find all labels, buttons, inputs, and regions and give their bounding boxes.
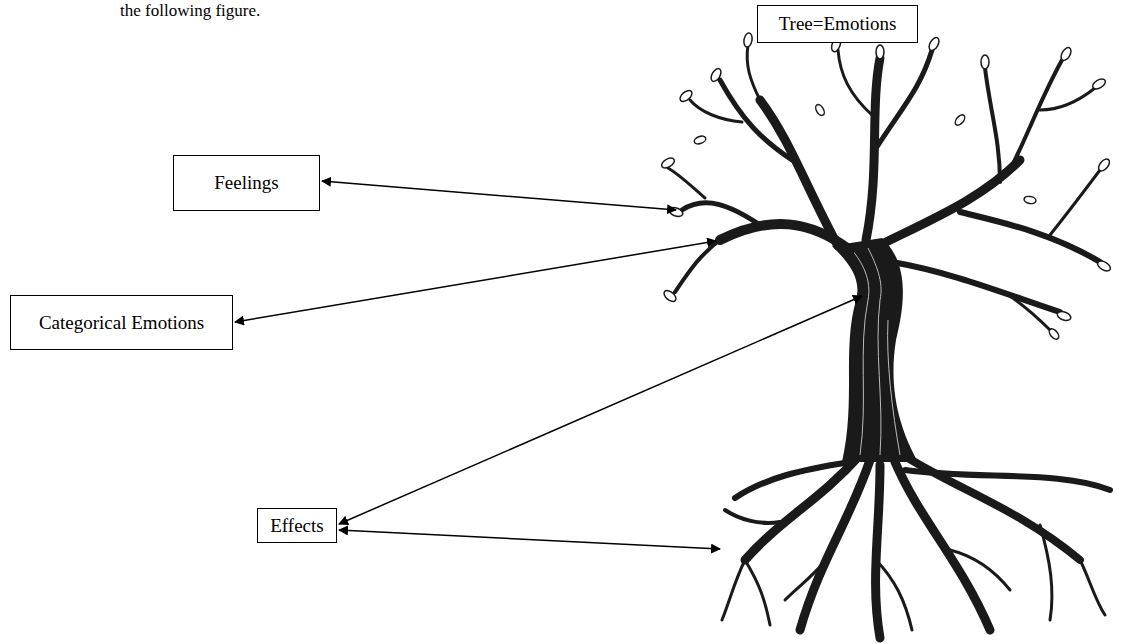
box-label: Tree=Emotions xyxy=(779,13,897,35)
category-box: Categorical Emotions xyxy=(10,295,233,350)
branch xyxy=(747,45,760,100)
trunk xyxy=(832,238,918,462)
box-label: Effects xyxy=(270,515,323,537)
branch xyxy=(1010,296,1050,330)
branch xyxy=(760,100,838,246)
branch xyxy=(960,212,1100,262)
root xyxy=(785,555,830,600)
root xyxy=(745,560,770,625)
root xyxy=(895,462,990,630)
leader-arrow xyxy=(235,241,716,322)
roots xyxy=(722,455,1110,638)
branch xyxy=(675,240,720,292)
branch xyxy=(1050,170,1100,235)
root xyxy=(1040,525,1052,620)
effects-box: Effects xyxy=(257,508,337,543)
leader-arrow xyxy=(339,530,720,549)
root xyxy=(876,465,880,638)
branch xyxy=(892,262,1060,312)
root xyxy=(905,470,1110,490)
root xyxy=(800,460,870,630)
leaves xyxy=(660,32,1112,340)
branch xyxy=(985,68,1000,182)
box-label: Categorical Emotions xyxy=(39,312,204,334)
branches xyxy=(668,45,1100,330)
branch xyxy=(668,168,705,198)
trunk-texture xyxy=(852,248,900,455)
branch xyxy=(838,50,872,115)
branch xyxy=(875,50,932,150)
root xyxy=(1080,560,1105,615)
title-box: Tree=Emotions xyxy=(757,5,918,43)
root xyxy=(722,560,745,620)
leader-arrows xyxy=(235,181,862,549)
caption-fragment: the following figure. xyxy=(120,1,260,21)
root xyxy=(725,510,780,523)
leader-arrow xyxy=(339,296,862,524)
branch xyxy=(1040,88,1095,110)
branch xyxy=(690,100,742,122)
root xyxy=(950,550,1010,590)
feelings-box: Feelings xyxy=(173,155,320,211)
branch xyxy=(1010,60,1062,170)
root xyxy=(876,560,912,630)
box-label: Feelings xyxy=(214,172,278,194)
root xyxy=(735,462,850,498)
branch xyxy=(682,203,760,225)
leader-arrow xyxy=(322,181,676,210)
